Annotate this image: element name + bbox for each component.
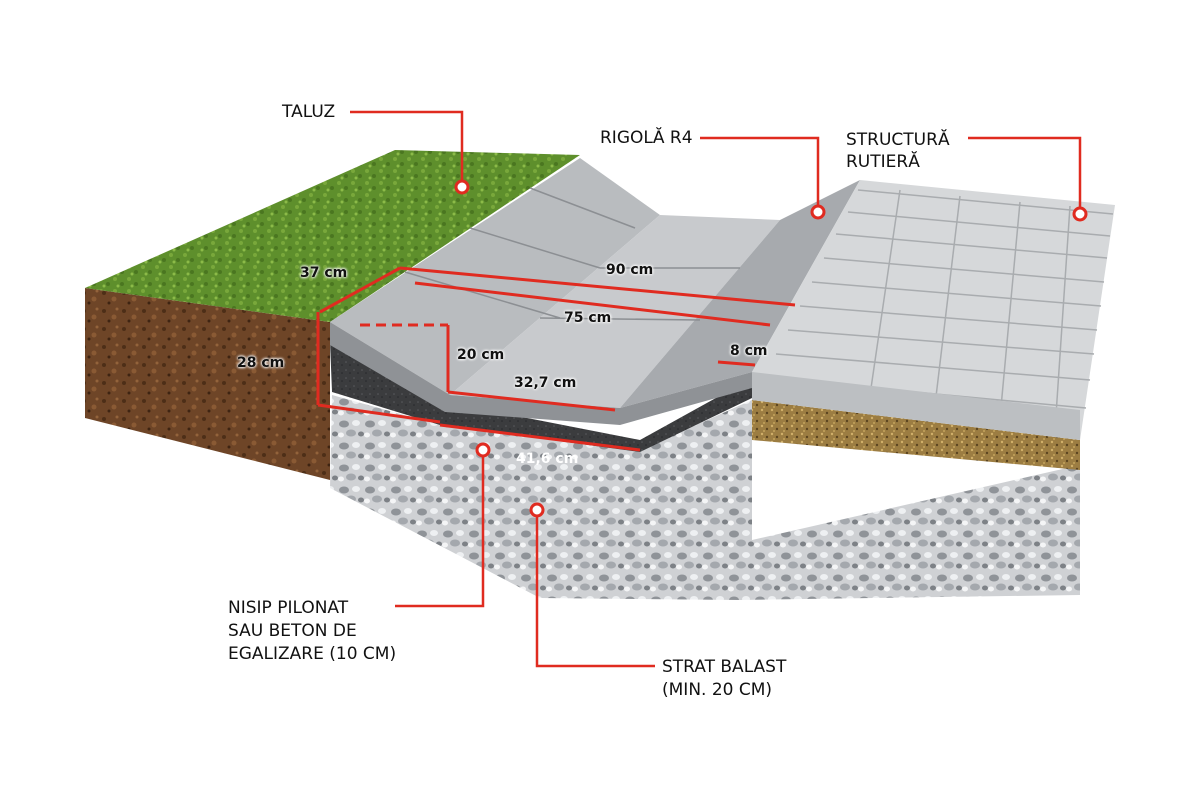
leveling-layer xyxy=(330,342,752,452)
callout-structura-2: RUTIERĂ xyxy=(846,152,920,172)
callout-nisip-1: NISIP PILONAT xyxy=(228,598,349,618)
dim-75: 75 cm xyxy=(564,310,612,326)
gutter-right-slope xyxy=(620,180,860,408)
dim-20: 20 cm xyxy=(457,347,505,363)
callout-taluz: TALUZ xyxy=(282,102,336,122)
callout-leaders xyxy=(350,110,1082,668)
gutter-front-face xyxy=(330,322,752,425)
dim-41-6: 41,6 cm xyxy=(516,451,579,467)
dim-32-7: 32,7 cm xyxy=(514,375,577,391)
callout-nisip-2: SAU BETON DE xyxy=(228,621,357,641)
dimension-lines xyxy=(316,266,796,452)
paver-front-face xyxy=(752,372,1080,440)
gravel-layer xyxy=(330,395,1080,600)
dim-37: 37 cm xyxy=(300,265,348,281)
soil-block xyxy=(85,288,330,480)
callout-balast-2: (MIN. 20 CM) xyxy=(662,680,773,700)
callout-nisip-3: EGALIZARE (10 CM) xyxy=(228,644,397,664)
dim-8: 8 cm xyxy=(730,343,768,359)
dim-90: 90 cm xyxy=(606,262,654,278)
sand-bedding-layer xyxy=(752,400,1080,470)
callout-balast-1: STRAT BALAST xyxy=(662,657,787,677)
callout-rigola: RIGOLĂ R4 xyxy=(600,128,693,148)
dim-28: 28 cm xyxy=(237,355,285,371)
paver-joints xyxy=(763,189,1114,431)
grass-surface xyxy=(85,150,580,322)
callout-dots xyxy=(454,179,1088,518)
callout-structura-1: STRUCTURĂ xyxy=(846,130,950,150)
gutter-channel xyxy=(450,215,780,408)
